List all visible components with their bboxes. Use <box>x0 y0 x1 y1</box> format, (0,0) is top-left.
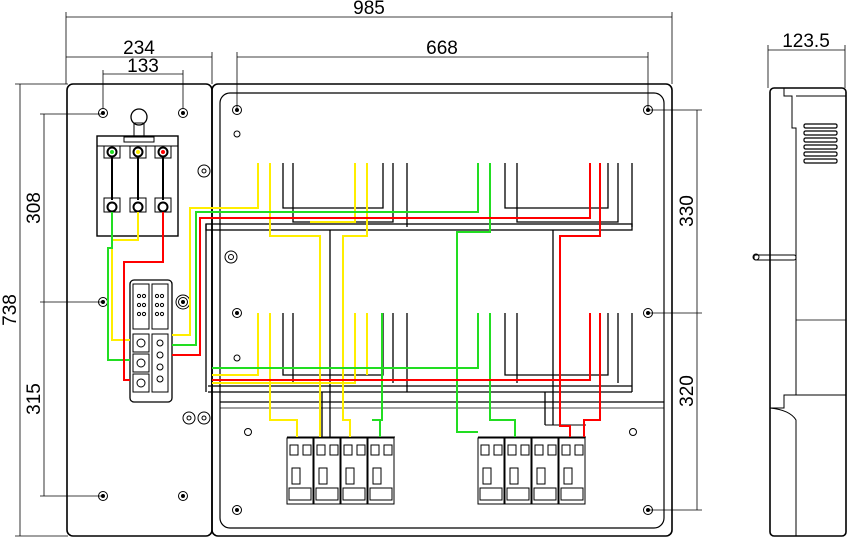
switch-pole <box>129 145 147 213</box>
dim-left-panel-width: 234 <box>123 38 155 59</box>
dim-lower-height-left: 315 <box>24 383 45 415</box>
circuit-breaker <box>531 437 559 505</box>
circuit-breaker <box>477 437 505 505</box>
mounting-hole <box>98 108 188 501</box>
switch-pole <box>103 145 121 213</box>
feeder-conductors <box>282 163 633 437</box>
circuit-breaker <box>313 437 341 505</box>
main-switch <box>96 108 179 237</box>
breaker-row-left <box>286 436 395 505</box>
circuit-breaker <box>558 437 586 505</box>
dim-side-depth: 123.5 <box>782 31 830 52</box>
mounting-hole <box>224 105 653 515</box>
hinge-icon <box>175 164 211 425</box>
breaker-row-right <box>477 424 586 505</box>
dim-upper-height-left: 308 <box>24 192 45 224</box>
vent-slots-icon <box>803 123 838 164</box>
dim-hole-spacing: 133 <box>127 56 159 77</box>
circuit-breaker <box>340 437 368 505</box>
dim-lower-height-right: 320 <box>677 375 698 407</box>
wire-yellow <box>111 163 368 437</box>
dim-overall-height: 738 <box>0 294 21 326</box>
switch-pole <box>154 145 172 213</box>
dim-right-panel-width: 668 <box>426 38 458 59</box>
busbar-frame <box>205 223 633 400</box>
side-view <box>752 87 847 537</box>
dim-upper-height-right: 330 <box>677 195 698 227</box>
dimension-lines <box>15 12 846 537</box>
right-panel <box>205 83 673 537</box>
wire-red <box>123 163 601 437</box>
meter-block <box>129 279 173 403</box>
wire-green <box>107 163 516 437</box>
dim-overall-width: 985 <box>353 0 385 19</box>
circuit-breaker <box>367 437 395 505</box>
circuit-breaker <box>504 437 532 505</box>
circuit-breaker <box>286 437 314 505</box>
